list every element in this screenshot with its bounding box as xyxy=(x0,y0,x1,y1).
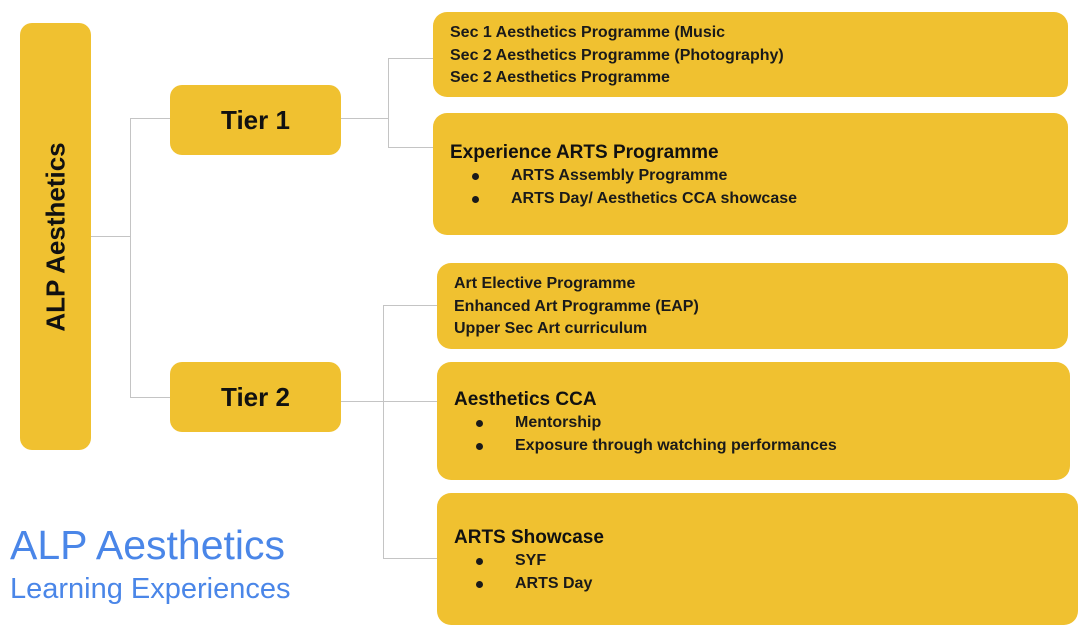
tier-2-label: Tier 2 xyxy=(221,381,290,412)
bullet-icon xyxy=(476,420,483,427)
bullet-text: Mentorship xyxy=(515,414,602,431)
item-line: Upper Sec Art curriculum xyxy=(454,320,648,337)
bullet-item: SYF xyxy=(454,550,1078,573)
tier-2-item-arts-showcase: ARTS Showcase SYF ARTS Day xyxy=(437,493,1078,625)
item-bullet-list: Mentorship Exposure through watching per… xyxy=(454,412,1070,457)
item-line: Sec 2 Aesthetics Programme (Photography) xyxy=(450,46,784,64)
item-line: Sec 1 Aesthetics Programme (Music xyxy=(450,24,726,41)
connector-to-tier1 xyxy=(130,118,170,119)
tier-1-item-secondary-programmes: Sec 1 Aesthetics Programme (Music Sec 2 … xyxy=(433,12,1068,97)
bullet-item: ARTS Assembly Programme xyxy=(450,165,1068,188)
caption-subtitle: Learning Experiences xyxy=(10,573,291,605)
bullet-item: Mentorship xyxy=(454,412,1070,435)
connector-tier2-spine xyxy=(383,305,384,558)
bullet-icon xyxy=(476,442,483,450)
caption-title: ALP Aesthetics xyxy=(10,522,286,568)
connector-root-stem xyxy=(91,236,131,237)
item-heading: ARTS Showcase xyxy=(454,527,604,548)
tier-2-item-aesthetics-cca: Aesthetics CCA Mentorship Exposure throu… xyxy=(437,362,1070,480)
connector-tier2-stem xyxy=(341,401,437,402)
connector-tier2-c xyxy=(383,558,437,559)
bullet-text: Exposure through watching performances xyxy=(515,436,837,454)
root-node-label: ALP Aesthetics xyxy=(40,141,70,332)
bullet-item: ARTS Day/ Aesthetics CCA showcase xyxy=(450,188,1068,211)
tier-1-item-experience-arts: Experience ARTS Programme ARTS Assembly … xyxy=(433,113,1068,235)
bullet-item: ARTS Day xyxy=(454,573,1078,596)
item-heading: Aesthetics CCA xyxy=(454,389,597,410)
tier-1-label: Tier 1 xyxy=(221,104,290,135)
tier-2-item-art-programmes: Art Elective Programme Enhanced Art Prog… xyxy=(437,263,1068,349)
item-line: Art Elective Programme xyxy=(454,275,636,292)
item-heading: Experience ARTS Programme xyxy=(450,142,719,163)
item-bullet-list: ARTS Assembly Programme ARTS Day/ Aesthe… xyxy=(450,165,1068,210)
diagram-caption: ALP Aesthetics Learning Experiences xyxy=(10,521,291,607)
item-bullet-list: SYF ARTS Day xyxy=(454,550,1078,595)
connector-to-tier2 xyxy=(130,397,170,398)
bullet-text: ARTS Assembly Programme xyxy=(511,167,728,184)
connector-tier1-stem xyxy=(341,118,388,119)
connector-tier1-a xyxy=(388,58,433,59)
bullet-icon xyxy=(472,195,479,203)
connector-tier1-spine xyxy=(388,58,389,148)
bullet-icon xyxy=(476,558,483,565)
connector-tier2-a xyxy=(383,305,437,306)
bullet-icon xyxy=(476,580,483,588)
root-node: ALP Aesthetics xyxy=(20,23,91,450)
bullet-item: Exposure through watching performances xyxy=(454,435,1070,458)
item-line: Enhanced Art Programme (EAP) xyxy=(454,297,699,315)
bullet-icon xyxy=(472,173,479,180)
tier-1-node: Tier 1 xyxy=(170,85,341,155)
connector-root-spine xyxy=(130,118,131,398)
item-line: Sec 2 Aesthetics Programme xyxy=(450,69,670,86)
connector-tier1-b xyxy=(388,147,433,148)
bullet-text: ARTS Day xyxy=(515,574,593,592)
bullet-text: SYF xyxy=(515,552,547,569)
tier-2-node: Tier 2 xyxy=(170,362,341,432)
bullet-text: ARTS Day/ Aesthetics CCA showcase xyxy=(511,189,798,207)
